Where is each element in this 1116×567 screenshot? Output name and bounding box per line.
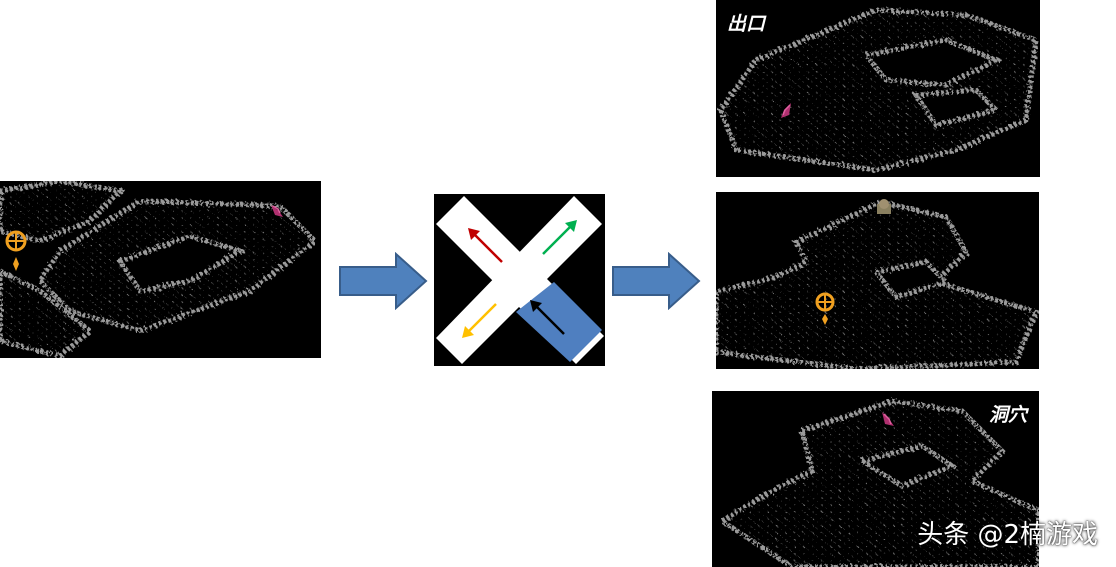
arrow-down-left-icon[interactable] xyxy=(462,303,497,338)
caption-cave: 洞穴 xyxy=(989,404,1028,426)
orange-crosshair-icon xyxy=(5,230,27,271)
arrow-up-left-icon[interactable] xyxy=(468,228,503,263)
map-start xyxy=(0,181,321,358)
purple-portal-icon[interactable] xyxy=(880,411,896,429)
arrow-up-right-icon[interactable] xyxy=(542,220,577,255)
flow-arrow-icon xyxy=(339,252,428,310)
map-middle xyxy=(716,192,1039,369)
map-exit xyxy=(716,0,1040,177)
purple-portal-icon[interactable] xyxy=(779,102,795,120)
arrow-selected-icon xyxy=(530,300,565,335)
direction-pad xyxy=(434,194,605,366)
purple-portal-icon[interactable] xyxy=(270,203,284,219)
watermark: 头条 @2楠游戏 xyxy=(917,520,1098,550)
orange-crosshair-icon xyxy=(815,292,835,325)
flow-arrow-icon xyxy=(612,252,701,310)
stone-statue-icon xyxy=(877,199,891,214)
map-cave xyxy=(712,391,1039,567)
caption-exit: 出口 xyxy=(727,13,766,35)
